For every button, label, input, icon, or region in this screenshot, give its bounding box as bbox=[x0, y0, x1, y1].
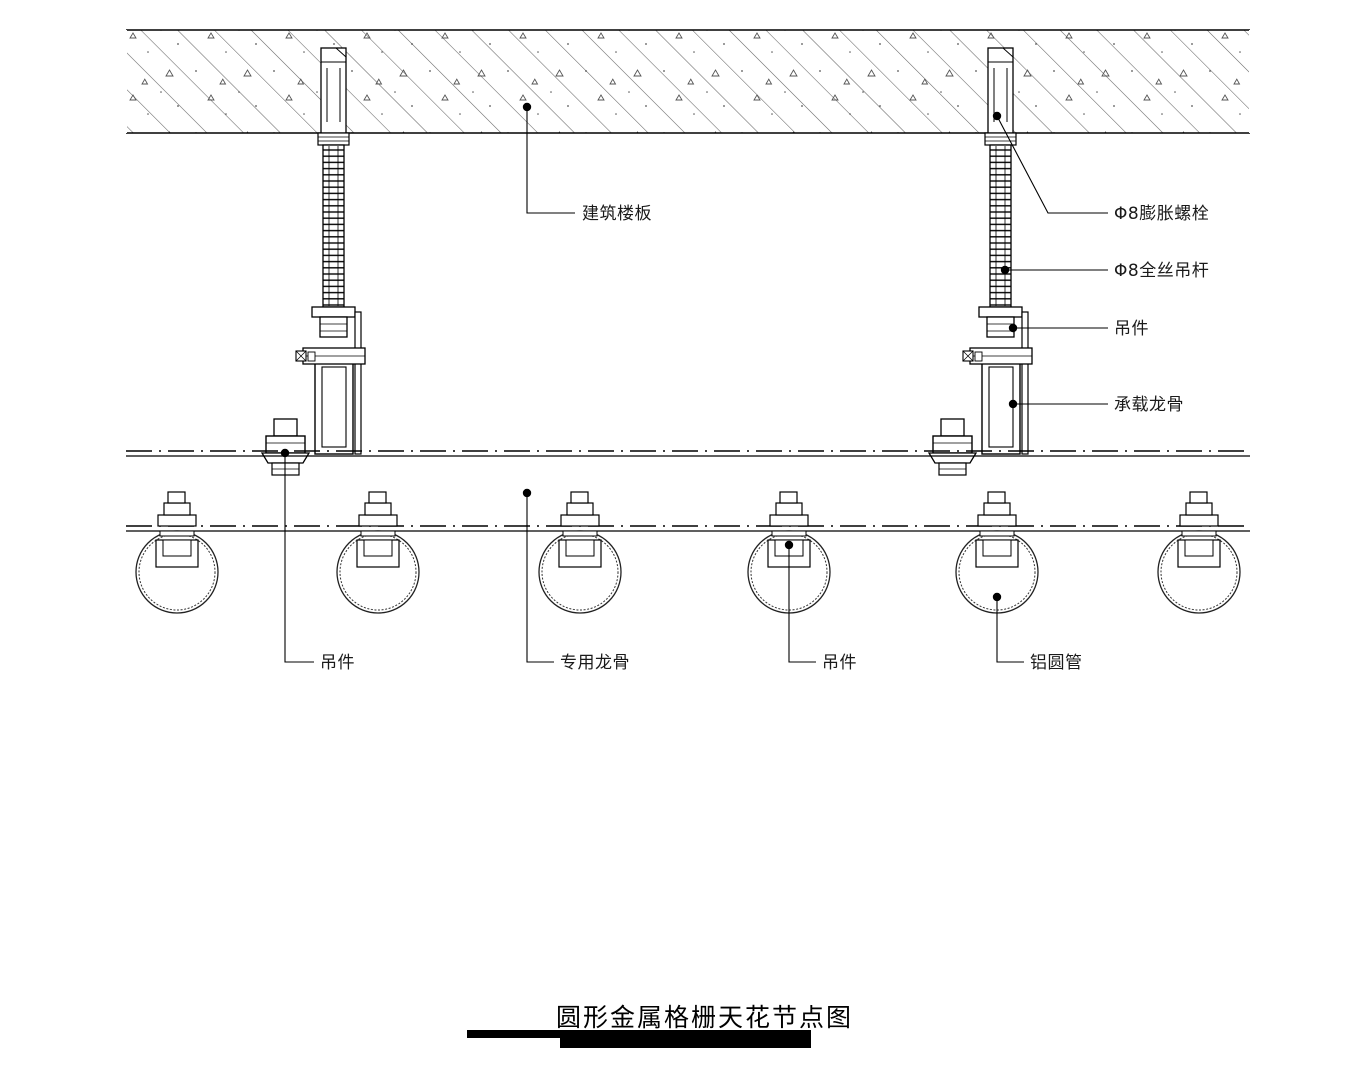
label-expansion-bolt: Φ8膨胀螺栓 bbox=[1114, 204, 1209, 224]
label-texts: 建筑楼板 Φ8膨胀螺栓 Φ8全丝吊杆 吊件 承载龙骨 吊件 专用龙骨 吊件 铝圆… bbox=[320, 204, 1209, 673]
leader-hanger-rod bbox=[1000, 265, 1108, 275]
hanger-assembly-left bbox=[260, 47, 366, 476]
leader-hanger-piece-right bbox=[784, 540, 816, 663]
tube-reference-line bbox=[126, 525, 1250, 532]
tube-unit bbox=[1157, 491, 1241, 614]
tube-unit bbox=[955, 491, 1039, 614]
leader-special-keel bbox=[522, 488, 554, 663]
tube-unit bbox=[538, 491, 622, 614]
keel-bolt-right bbox=[927, 418, 978, 476]
tube-unit bbox=[336, 491, 420, 614]
building-slab bbox=[125, 29, 1251, 134]
drawing-title-block: 圆形金属格栅天花节点图 bbox=[467, 1003, 853, 1048]
label-hanger-piece-upper: 吊件 bbox=[1114, 319, 1149, 339]
leader-hanger-piece-left bbox=[280, 448, 314, 663]
main-load-keel-left bbox=[295, 347, 366, 455]
label-hanger-piece-left: 吊件 bbox=[320, 653, 355, 673]
tube-unit bbox=[135, 491, 219, 614]
aluminium-round-tubes bbox=[135, 491, 1241, 614]
label-aluminium-tube: 铝圆管 bbox=[1030, 653, 1083, 673]
leader-aluminium-tube bbox=[992, 592, 1024, 663]
hanger-assembly-right bbox=[927, 47, 1033, 476]
label-hanger-rod: Φ8全丝吊杆 bbox=[1114, 261, 1209, 281]
threaded-hanger-rod-left bbox=[322, 144, 345, 308]
expansion-bolt-right bbox=[984, 47, 1017, 146]
label-special-keel: 专用龙骨 bbox=[560, 653, 630, 673]
expansion-bolt-left bbox=[317, 47, 350, 146]
leader-lines bbox=[280, 102, 1108, 663]
leader-slab bbox=[522, 102, 575, 214]
keel-reference-line bbox=[126, 450, 1250, 457]
label-hanger-piece-right: 吊件 bbox=[822, 653, 857, 673]
leader-hanger-piece-upper bbox=[1008, 323, 1108, 333]
label-main-keel: 承载龙骨 bbox=[1114, 395, 1184, 415]
leader-main-keel bbox=[1008, 399, 1108, 409]
threaded-hanger-rod-right bbox=[989, 144, 1012, 308]
leader-expansion-bolt bbox=[992, 111, 1108, 214]
page-title: 圆形金属格栅天花节点图 bbox=[556, 1003, 853, 1032]
hanger-piece-left bbox=[311, 306, 362, 455]
label-slab: 建筑楼板 bbox=[582, 204, 652, 224]
